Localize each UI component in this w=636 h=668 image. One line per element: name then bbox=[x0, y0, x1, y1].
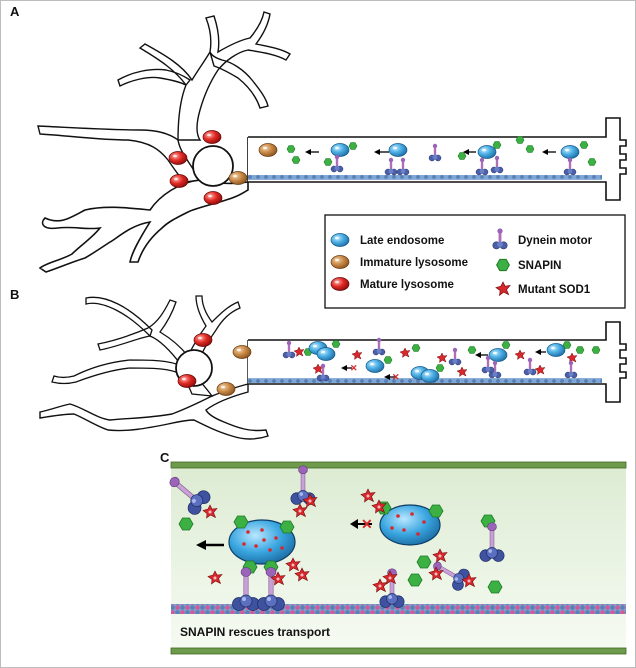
microtubule-c bbox=[171, 604, 626, 614]
block-mark: ✕ bbox=[361, 516, 373, 532]
neuron-dendrites-b bbox=[51, 295, 241, 397]
axon-cargo-b: ✕ ✕ bbox=[282, 337, 601, 383]
legend-label-snapin: SNAPIN bbox=[518, 260, 561, 272]
mature-lysosome bbox=[202, 130, 222, 144]
panel-b-neuron: ✕ ✕ bbox=[39, 295, 627, 440]
legend-label-dynein-motor: Dynein motor bbox=[518, 235, 593, 247]
panel-c-zoom: SNAPIN rescues transport bbox=[161, 461, 627, 655]
legend: Late endosome Immature lysosome Mature l… bbox=[324, 214, 626, 309]
panel-label-c: C bbox=[160, 450, 170, 465]
immature-lysosome bbox=[258, 143, 278, 157]
panel-label-a: A bbox=[10, 4, 20, 19]
legend-label-late-endosome: Late endosome bbox=[360, 235, 444, 247]
mature-lysosome bbox=[203, 191, 223, 205]
neuron-cell-body-outline-a bbox=[38, 137, 249, 273]
neuron-dendrites-a bbox=[37, 11, 291, 183]
mature-lysosome bbox=[168, 151, 188, 165]
panel-c-caption: SNAPIN rescues transport bbox=[180, 625, 330, 639]
neuron-cell-body-outline-b bbox=[39, 340, 269, 440]
mature-lysosome bbox=[169, 174, 189, 188]
axon-cargo-a bbox=[286, 136, 597, 176]
legend-label-mutant-sod1: Mutant SOD1 bbox=[518, 284, 591, 296]
panel-a-neuron bbox=[37, 11, 627, 273]
mature-lysosome bbox=[177, 374, 197, 388]
nucleus-a bbox=[192, 145, 234, 187]
panel-label-b: B bbox=[10, 287, 20, 302]
late-endosome-icon bbox=[330, 233, 350, 247]
svg-text:✕: ✕ bbox=[392, 372, 400, 382]
mature-lysosome-icon bbox=[330, 277, 350, 291]
track-top-border bbox=[170, 461, 627, 469]
immature-lysosome bbox=[228, 171, 248, 185]
legend-label-mature-lysosome: Mature lysosome bbox=[360, 279, 454, 291]
snapin-icon bbox=[496, 258, 510, 272]
svg-text:✕: ✕ bbox=[350, 363, 358, 373]
immature-lysosome-icon bbox=[330, 255, 350, 269]
immature-lysosome bbox=[232, 345, 252, 359]
microtubule-a bbox=[248, 175, 602, 180]
legend-label-immature-lysosome: Immature lysosome bbox=[360, 257, 468, 269]
rescued-endosome bbox=[228, 519, 296, 565]
mature-lysosome bbox=[193, 333, 213, 347]
track-bottom-border bbox=[170, 647, 627, 655]
blocked-endosome bbox=[379, 504, 441, 546]
immature-lysosome bbox=[216, 382, 236, 396]
